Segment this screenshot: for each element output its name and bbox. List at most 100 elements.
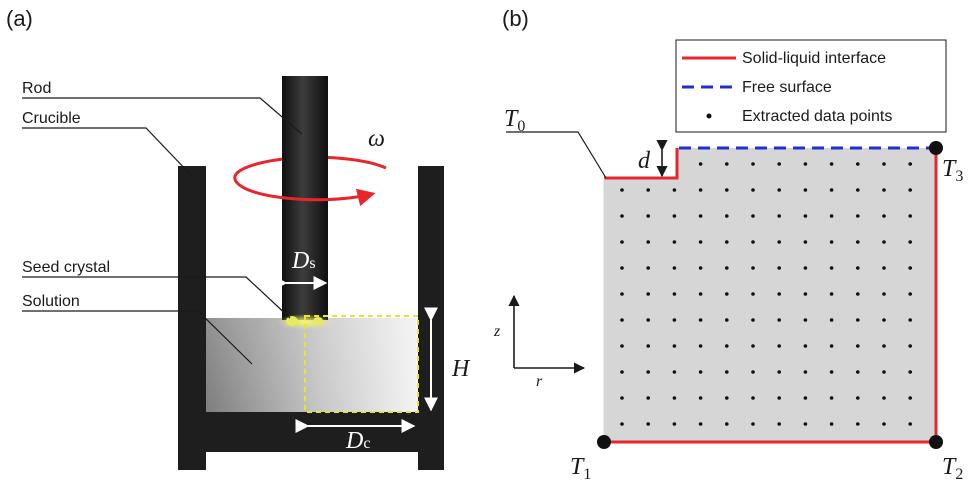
data-point (620, 266, 624, 270)
data-point (856, 344, 860, 348)
data-point (725, 396, 729, 400)
data-point (751, 162, 755, 166)
data-point (725, 422, 729, 426)
data-point (777, 370, 781, 374)
data-point (620, 318, 624, 322)
data-point (882, 266, 886, 270)
data-point (829, 422, 834, 426)
seed-crystal-label: Seed crystal (22, 259, 110, 276)
omega-symbol: ω (368, 126, 385, 152)
h-label: H (451, 356, 471, 382)
crucible-label: Crucible (22, 110, 81, 127)
corner-t2 (929, 435, 943, 449)
rod-label: Rod (22, 80, 51, 97)
data-point (672, 422, 677, 426)
data-point (725, 318, 729, 322)
data-point (777, 396, 781, 400)
data-point (856, 240, 860, 244)
data-point (751, 396, 755, 400)
data-point (777, 318, 781, 322)
data-point (882, 162, 886, 166)
data-point (751, 422, 755, 426)
data-point (698, 240, 703, 244)
data-point (725, 240, 729, 244)
data-point (646, 344, 650, 348)
data-point (856, 162, 860, 166)
data-point (803, 240, 808, 244)
data-point (882, 240, 886, 244)
crucible-leader (22, 127, 191, 175)
data-point (908, 188, 912, 192)
legend-free-surface-label: Free surface (742, 79, 832, 96)
data-point (751, 318, 755, 322)
seed-crystal-leader (22, 276, 291, 319)
data-point (646, 188, 650, 192)
data-point (620, 214, 624, 218)
data-point (803, 162, 808, 166)
data-point (725, 344, 729, 348)
data-point (882, 292, 886, 296)
data-point (751, 214, 755, 218)
panel-a-label: (a) (6, 6, 33, 31)
data-point (725, 214, 729, 218)
data-point (620, 396, 624, 400)
data-point (829, 162, 834, 166)
data-point (646, 396, 650, 400)
z-label: z (493, 323, 501, 340)
t3-label: T3 (942, 156, 963, 185)
data-point (882, 344, 886, 348)
data-point (751, 370, 755, 374)
corner-t3 (929, 141, 943, 155)
data-point (672, 344, 677, 348)
legend: Solid-liquid interface Free surface Extr… (675, 39, 947, 133)
data-point (856, 422, 860, 426)
data-point (908, 292, 912, 296)
data-point (777, 214, 781, 218)
data-point (882, 370, 886, 374)
data-point (698, 266, 703, 270)
data-point (698, 162, 703, 166)
data-point (856, 396, 860, 400)
data-point (829, 214, 834, 218)
data-point (698, 214, 703, 218)
data-point (882, 396, 886, 400)
data-point (777, 188, 781, 192)
data-point (908, 396, 912, 400)
data-point (829, 188, 834, 192)
data-point (698, 292, 703, 296)
data-point (803, 370, 808, 374)
d-label: d (638, 148, 651, 174)
data-point (882, 214, 886, 218)
data-point (672, 240, 677, 244)
data-point (803, 292, 808, 296)
data-point (908, 240, 912, 244)
data-point (620, 370, 624, 374)
data-point (777, 344, 781, 348)
data-point (698, 422, 703, 426)
t2-label: T2 (942, 454, 963, 483)
corner-t1 (597, 435, 611, 449)
data-point (751, 292, 755, 296)
data-point (725, 162, 729, 166)
panel-b: (b) d T0 T1 T2 T3 z r Solid (493, 6, 963, 483)
data-point (829, 266, 834, 270)
data-points (620, 162, 912, 426)
data-point (646, 292, 650, 296)
ds-label: Ds (291, 248, 316, 274)
legend-points-swatch (706, 113, 712, 119)
crucible-bottom (178, 412, 444, 452)
t0-leader (506, 131, 607, 179)
data-point (803, 396, 808, 400)
data-point (829, 292, 834, 296)
data-point (829, 344, 834, 348)
data-point (777, 266, 781, 270)
data-point (856, 214, 860, 218)
t0-label: T0 (504, 106, 525, 135)
data-point (646, 422, 650, 426)
data-point (672, 266, 677, 270)
data-point (672, 370, 677, 374)
computational-domain-box (304, 315, 419, 413)
panel-a: (a) ω Ds Dc (6, 6, 471, 470)
data-point (856, 188, 860, 192)
